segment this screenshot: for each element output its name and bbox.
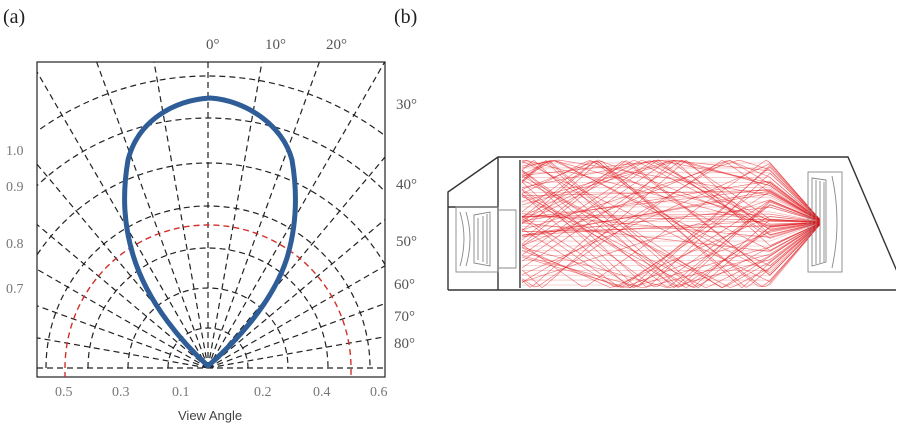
panel-label-a: (a) xyxy=(3,6,26,28)
right-angle-40: 40° xyxy=(396,177,417,193)
ray-path xyxy=(521,190,821,288)
right-angle-70: 70° xyxy=(394,309,415,325)
grid-radial-line xyxy=(207,218,385,369)
right-angle-80: 80° xyxy=(394,336,415,352)
target-lens-assembly xyxy=(807,171,843,273)
grid-radial-line xyxy=(37,70,209,369)
ray-path xyxy=(521,216,821,288)
ray-path xyxy=(522,221,821,227)
ray-path xyxy=(522,206,821,222)
ray-path xyxy=(522,222,821,247)
ray-path xyxy=(521,206,821,236)
ray-path xyxy=(521,160,821,287)
ray-path xyxy=(522,187,821,221)
ray-path xyxy=(522,222,821,237)
ray-path xyxy=(521,189,821,288)
plot-frame xyxy=(36,61,386,378)
ray-path xyxy=(521,220,821,236)
ray-path xyxy=(521,159,821,221)
ray-path xyxy=(521,160,821,289)
ray-path xyxy=(522,222,821,252)
source-lens-assembly xyxy=(455,206,517,273)
ray-path xyxy=(522,201,821,222)
radial-label-0-7: 0.7 xyxy=(6,282,24,297)
ray-path xyxy=(521,160,821,267)
ray-path xyxy=(522,223,821,256)
right-angle-50: 50° xyxy=(396,234,417,250)
grid-radial-line xyxy=(207,336,385,369)
grid-radial-line xyxy=(207,265,385,369)
ray-path xyxy=(521,190,821,238)
polar-plot xyxy=(36,61,386,378)
ray-path xyxy=(521,175,821,288)
ray-path xyxy=(521,159,821,288)
ray-path xyxy=(521,160,821,283)
radial-label-1-0: 1.0 xyxy=(6,144,24,159)
radial-label-0-9: 0.9 xyxy=(6,180,24,195)
grid-radial-line xyxy=(207,62,263,369)
ray-path xyxy=(521,159,821,222)
ray-path xyxy=(521,159,821,269)
radial-label-0-8: 0.8 xyxy=(6,237,24,252)
light-pipe-diagram xyxy=(447,156,896,291)
ray-path xyxy=(521,189,821,221)
top-angle-20: 20° xyxy=(326,37,347,53)
ray-path xyxy=(522,224,821,281)
panel-label-b: (b) xyxy=(394,6,418,28)
ray-path xyxy=(521,159,821,247)
ray-path xyxy=(522,216,821,223)
ray-path xyxy=(521,161,821,288)
ray-path xyxy=(521,223,821,288)
grid-radial-line xyxy=(37,305,209,369)
ray-path xyxy=(521,163,821,276)
ray-path xyxy=(521,180,821,222)
bottom-tick-0-6: 0.6 xyxy=(370,385,388,400)
ray-path xyxy=(522,222,821,232)
ray-path xyxy=(522,223,821,271)
ray-path xyxy=(521,161,821,288)
bottom-tick-0-1: 0.1 xyxy=(172,385,190,400)
right-angle-30: 30° xyxy=(396,97,417,113)
ray-path xyxy=(521,159,821,251)
grid-radial-line xyxy=(207,156,385,369)
ray-path xyxy=(521,161,821,289)
ray-path xyxy=(521,160,821,223)
ray-path xyxy=(522,224,821,286)
ray-path xyxy=(521,200,821,289)
ray-path xyxy=(522,223,821,266)
ray-path xyxy=(522,177,821,221)
bottom-tick-0-2: 0.2 xyxy=(254,385,272,400)
ray-path xyxy=(521,160,821,262)
right-angle-60: 60° xyxy=(394,277,415,293)
ray-path xyxy=(521,160,821,276)
ray-path xyxy=(521,160,821,225)
x-axis-label: View Angle xyxy=(178,408,243,423)
ray-trace xyxy=(521,159,821,289)
emission-lobe xyxy=(122,95,298,369)
ray-path xyxy=(521,222,821,289)
ray-path xyxy=(522,182,821,221)
ray-path xyxy=(522,223,821,261)
ray-path xyxy=(521,160,821,287)
ray-path xyxy=(522,211,821,222)
ray-path xyxy=(521,179,821,288)
grid-circle xyxy=(87,247,329,369)
ray-path xyxy=(521,159,821,288)
bottom-tick-0-4: 0.4 xyxy=(313,385,331,400)
ray-path xyxy=(522,172,821,221)
reference-arc xyxy=(64,224,352,377)
ray-path xyxy=(522,196,821,222)
grid-radial-line xyxy=(153,62,209,369)
ray-path xyxy=(522,192,821,222)
top-angle-0: 0° xyxy=(206,37,220,53)
bottom-tick-0-5: 0.5 xyxy=(55,385,73,400)
ray-path xyxy=(522,167,821,221)
ray-path xyxy=(522,222,821,242)
grid-radial-line xyxy=(37,268,209,369)
bottom-tick-0-3: 0.3 xyxy=(112,385,130,400)
top-angle-10: 10° xyxy=(265,37,286,53)
ray-path xyxy=(522,162,821,220)
grid-radial-line xyxy=(207,62,385,369)
ray-path xyxy=(522,223,821,276)
